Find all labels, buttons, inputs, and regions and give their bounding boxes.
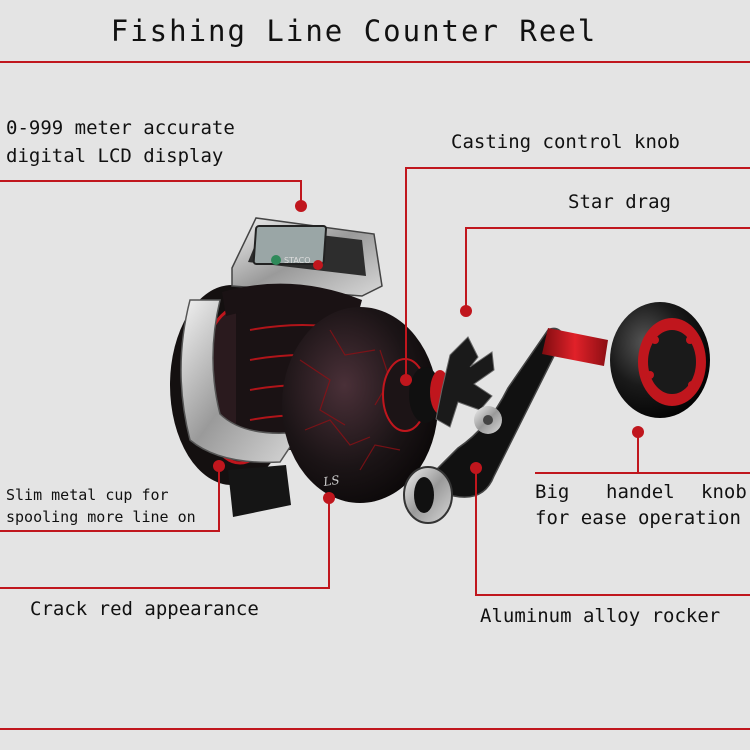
- leader-casting-h: [405, 167, 750, 169]
- title-divider: [0, 61, 750, 63]
- marker-casting: [400, 374, 412, 386]
- lcd-screen: [252, 225, 327, 265]
- bottom-divider: [0, 728, 750, 730]
- leader-lcd-v: [300, 180, 302, 202]
- page-title: Fishing Line Counter Reel: [110, 14, 598, 48]
- marker-rocker: [470, 462, 482, 474]
- reel-foot: [228, 465, 291, 517]
- label-crack-red: Crack red appearance: [30, 598, 259, 620]
- lcd-left-button: [271, 255, 281, 265]
- label-slim-cup-line2: spooling more line on: [6, 508, 196, 526]
- label-big-knob-line2: for ease operation: [535, 507, 741, 529]
- leader-casting-v: [405, 167, 407, 375]
- leader-rocker-h: [475, 594, 750, 596]
- leader-lcd-h: [0, 180, 302, 182]
- label-star-drag: Star drag: [568, 191, 671, 213]
- leader-big-knob-v: [637, 432, 639, 474]
- leader-big-knob-h: [535, 472, 750, 474]
- lcd-right-button: [313, 260, 323, 270]
- brand-mark: STACO: [284, 256, 311, 265]
- label-slim-cup-line1: Slim metal cup for: [6, 486, 169, 504]
- leader-slim-h: [0, 530, 220, 532]
- model-mark: LS: [321, 473, 340, 489]
- label-casting-control: Casting control knob: [451, 131, 680, 153]
- leader-star-v: [465, 227, 467, 307]
- label-aluminum-rocker: Aluminum alloy rocker: [480, 605, 721, 627]
- leader-slim-v: [218, 468, 220, 532]
- marker-lcd: [295, 200, 307, 212]
- reel-right-body: [282, 307, 438, 503]
- star-drag: [435, 336, 495, 428]
- leader-crack-v: [328, 500, 330, 589]
- marker-star: [460, 305, 472, 317]
- leader-crack-h: [0, 587, 330, 589]
- leader-star-h: [465, 227, 750, 229]
- label-lcd-line1: 0-999 meter accurate: [6, 117, 235, 139]
- label-lcd-line2: digital LCD display: [6, 145, 224, 167]
- marker-slim-cup: [213, 460, 225, 472]
- label-big-knob-word1: Big: [535, 481, 570, 503]
- marker-big-knob: [632, 426, 644, 438]
- marker-crack-red: [323, 492, 335, 504]
- label-big-knob-word2: handel: [606, 481, 675, 503]
- label-big-knob-word3: knob: [701, 481, 747, 503]
- leader-rocker-v: [475, 470, 477, 596]
